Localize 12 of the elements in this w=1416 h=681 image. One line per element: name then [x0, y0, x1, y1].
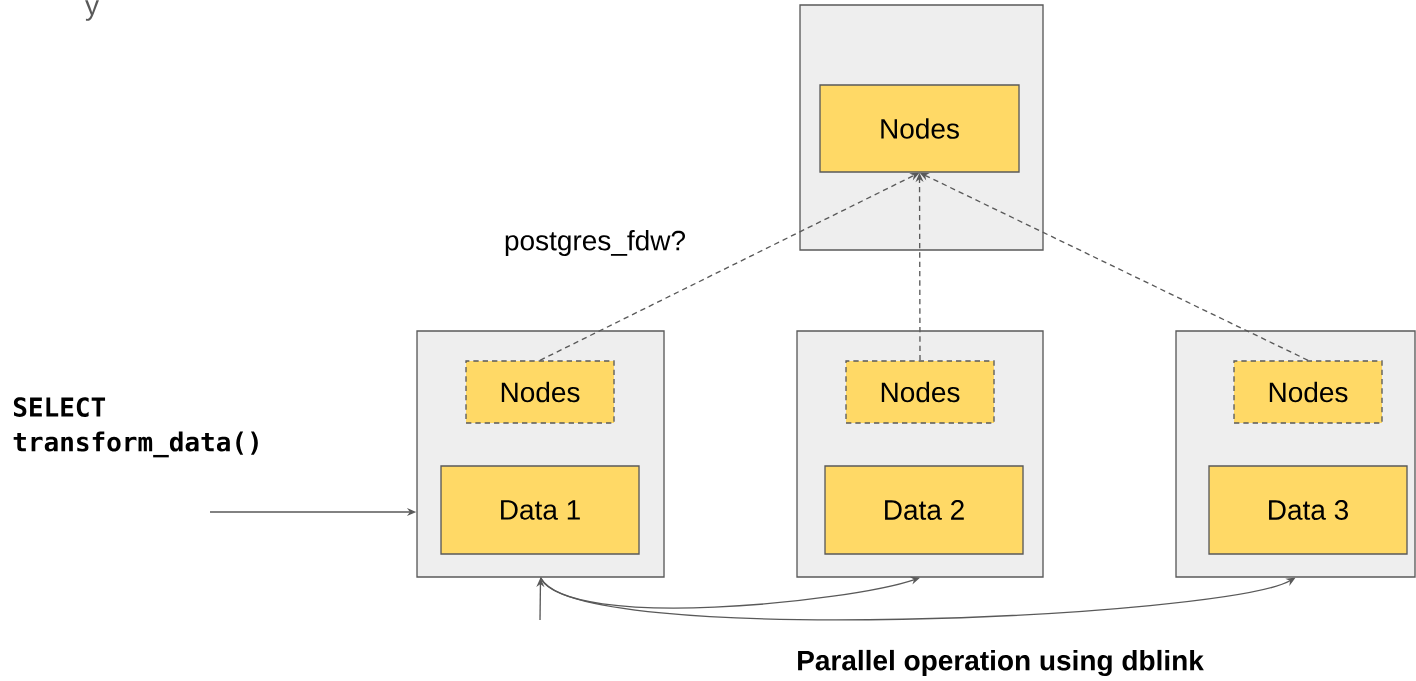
edge-label: postgres_fdw?	[505, 229, 685, 257]
label-text: y	[85, 0, 99, 21]
data-box: Nodes	[465, 360, 615, 424]
label-text: SELECT transform_data()	[13, 397, 258, 458]
data-box: Nodes	[845, 360, 995, 424]
arrow	[539, 576, 920, 609]
data-box: Data 1	[440, 465, 640, 555]
data-box: Nodes	[1233, 360, 1383, 424]
data-box: Data 3	[1208, 465, 1408, 555]
label-text: Parallel operation using dblink	[798, 649, 1204, 677]
data-box: Data 2	[824, 465, 1024, 555]
data-box: Nodes	[819, 84, 1020, 173]
